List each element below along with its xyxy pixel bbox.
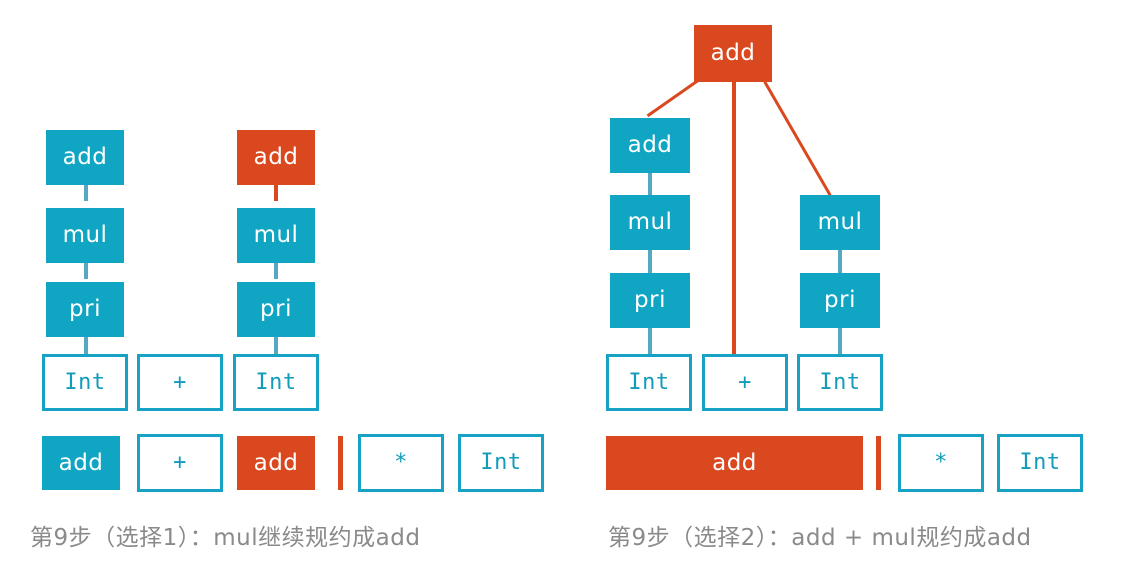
node-r-plus-middle[interactable]: +: [702, 354, 788, 411]
node-add-left[interactable]: add: [46, 130, 124, 185]
stack-item-add-1[interactable]: add: [42, 436, 120, 490]
stack-item-star[interactable]: *: [358, 434, 444, 492]
r-stack-item-star[interactable]: *: [898, 434, 984, 492]
edge-right-mul-pri: [274, 263, 278, 279]
node-r-int-left[interactable]: Int: [606, 354, 692, 411]
node-r-pri-right[interactable]: pri: [800, 273, 880, 328]
node-r-pri-left[interactable]: pri: [610, 273, 690, 328]
node-r-mul-left[interactable]: mul: [610, 195, 690, 250]
stack-item-plus[interactable]: +: [137, 434, 223, 492]
edge-r-right-mul-pri: [838, 250, 842, 273]
node-pri-left[interactable]: pri: [46, 282, 124, 337]
r-stack-item-int[interactable]: Int: [997, 434, 1083, 492]
edge-left-mul-pri: [84, 263, 88, 279]
node-mul-left[interactable]: mul: [46, 208, 124, 263]
left-caption: 第9步（选择1）：mul继续规约成add: [30, 525, 421, 551]
edge-r-right-pri-int: [838, 328, 842, 354]
right-caption: 第9步（选择2）：add + mul规约成add: [608, 525, 1032, 551]
edge-right-add-mul: [274, 185, 278, 201]
edge-left-add-mul: [84, 185, 88, 201]
edge-root-to-right-mul: [763, 81, 832, 196]
node-r-int-right[interactable]: Int: [797, 354, 883, 411]
edge-root-to-plus: [732, 82, 736, 354]
edge-r-left-add-mul: [648, 173, 652, 195]
edge-right-pri-int: [274, 337, 278, 355]
r-stack-cursor-bar: [876, 436, 881, 490]
stack-cursor-bar: [338, 436, 343, 490]
node-plus-middle[interactable]: +: [137, 354, 223, 411]
node-r-mul-right[interactable]: mul: [800, 195, 880, 250]
node-int-left[interactable]: Int: [42, 354, 128, 411]
node-r-add-left[interactable]: add: [610, 118, 690, 173]
edge-r-left-pri-int: [648, 328, 652, 354]
node-root-add[interactable]: add: [694, 25, 772, 82]
node-mul-right[interactable]: mul: [237, 208, 315, 263]
edge-left-pri-int: [84, 337, 88, 355]
node-add-right[interactable]: add: [237, 130, 315, 185]
node-pri-right[interactable]: pri: [237, 282, 315, 337]
r-stack-item-add-wide[interactable]: add: [606, 436, 863, 490]
stack-item-add-2[interactable]: add: [237, 436, 315, 490]
edge-r-left-mul-pri: [648, 250, 652, 273]
node-int-right[interactable]: Int: [233, 354, 319, 411]
edge-root-to-left-add: [646, 78, 700, 118]
stack-item-int[interactable]: Int: [458, 434, 544, 492]
